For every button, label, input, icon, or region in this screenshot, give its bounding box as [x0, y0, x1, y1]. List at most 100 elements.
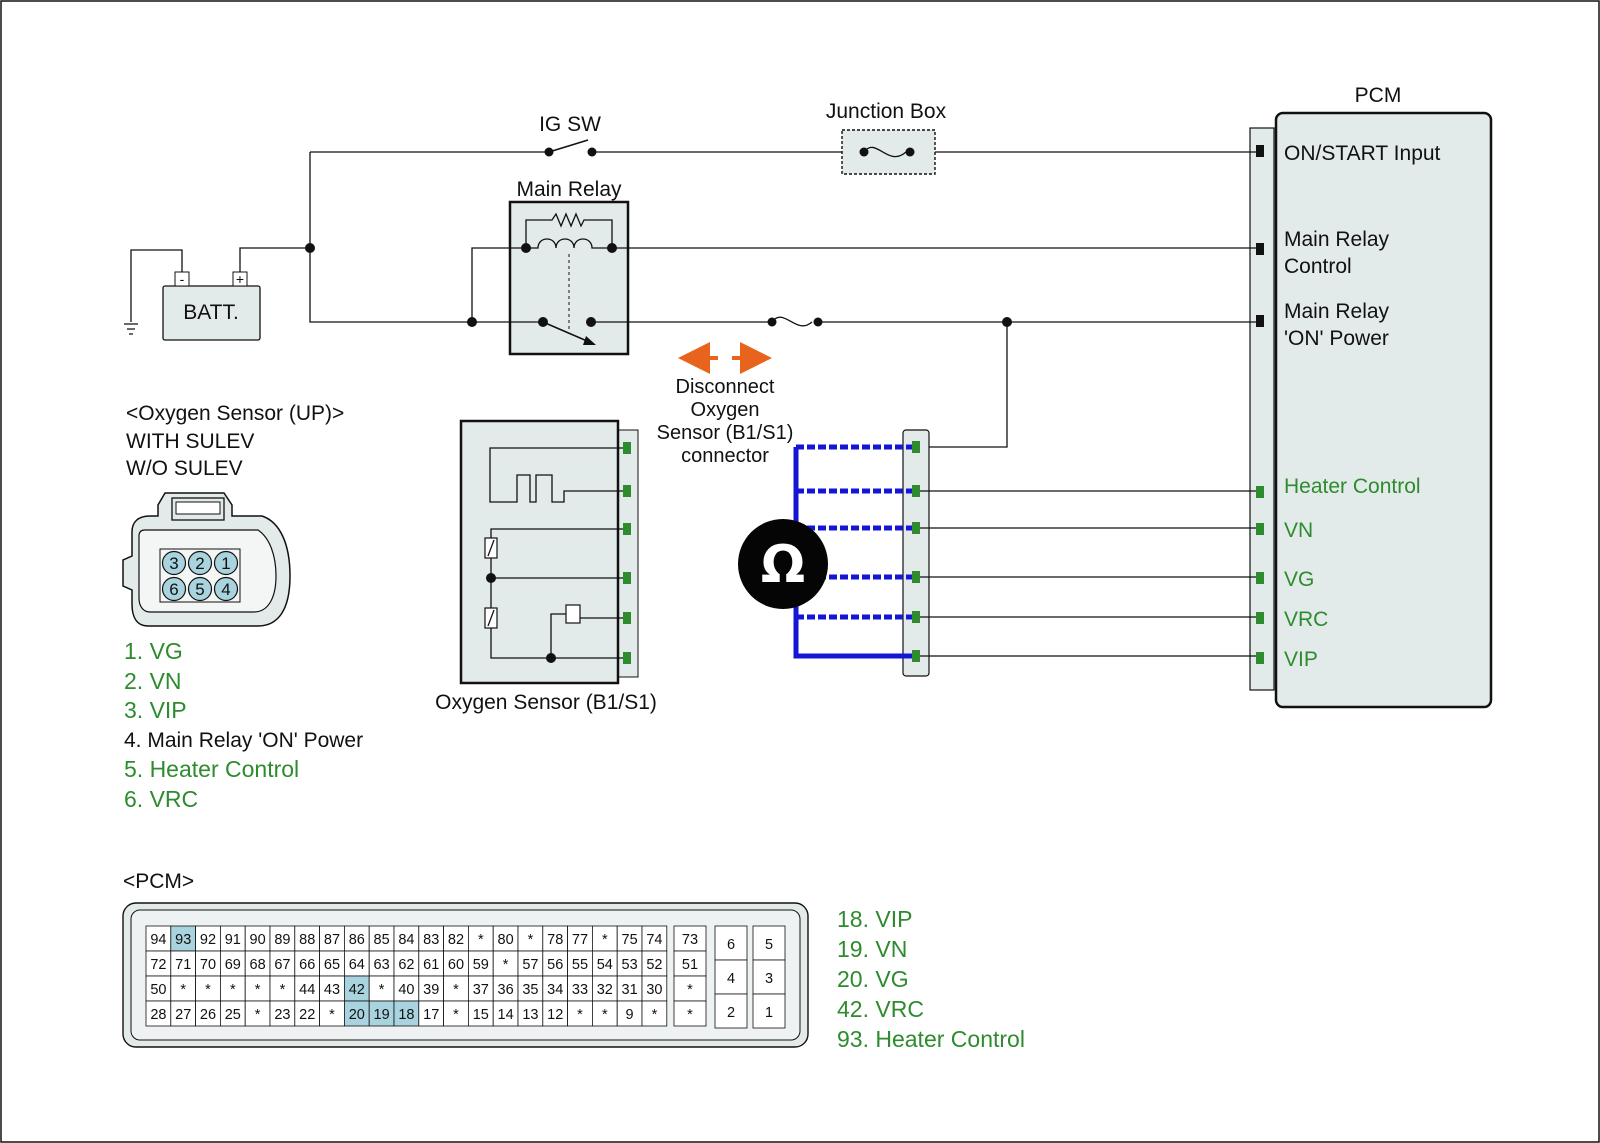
ohmmeter-icon — [738, 519, 828, 609]
sensor-pin-number: 6 — [169, 580, 178, 599]
pcm-pin-cell — [517, 975, 544, 1002]
cell-upper-slash — [487, 539, 495, 557]
sensor-pin-2 — [187, 550, 213, 576]
pcm-pin-number: 82 — [448, 932, 464, 948]
pcm-pin-cell — [343, 1000, 370, 1027]
sensor-connector-latch-slot — [175, 501, 221, 515]
pcm-pin-number: 87 — [324, 932, 340, 948]
pcm-pin-cell — [244, 1000, 271, 1027]
pcm-pin-number: * — [602, 932, 608, 948]
pcm-pin-number: 36 — [498, 982, 514, 998]
sensor-pin-1 — [213, 550, 239, 576]
terminal-vip: VIP — [1284, 648, 1318, 671]
pcm-pin-number: 80 — [498, 932, 514, 948]
terminal-main-relay-control-1: Main Relay — [1284, 228, 1390, 251]
pcm-side-number: 51 — [682, 957, 698, 973]
pcm-pin-number: 27 — [175, 1007, 191, 1023]
pcm-pin-number: 84 — [398, 932, 414, 948]
pcm-side-number: * — [687, 1007, 693, 1023]
sensor-legend-5: 5. Heater Control — [124, 756, 299, 782]
probe-common-lead — [793, 447, 912, 659]
pcm-pin-number: 14 — [498, 1007, 514, 1023]
pcm-pin-on-start — [1256, 145, 1264, 157]
inline-fuse-element — [771, 316, 813, 327]
pcm-pin-cell — [145, 925, 172, 952]
pcm-power-number: 5 — [765, 937, 773, 953]
pcm-pin-number: 28 — [150, 1007, 166, 1023]
pcm-pin-cell — [195, 975, 221, 1002]
sensor-legend-4: 4. Main Relay 'ON' Power — [124, 729, 363, 752]
oxygen-sensor-label: Oxygen Sensor (B1/S1) — [435, 691, 657, 714]
pcm-pin-number: 17 — [423, 1007, 439, 1023]
pcm-pin-cell — [467, 950, 494, 977]
pcm-pin-cell — [641, 1000, 668, 1027]
pcm-pin-number: 22 — [299, 1007, 315, 1023]
pcm-pin-cell — [219, 1000, 246, 1027]
pcm-pin-number: 26 — [200, 1007, 216, 1023]
disconnect-line-2: Oxygen — [691, 399, 760, 421]
pcm-pin-cell — [616, 1000, 643, 1027]
pcm-pin-number: 44 — [299, 982, 315, 998]
battery-label: BATT. — [183, 301, 239, 324]
sensor-pin-legend: 1. VG 2. VN 3. VIP 4. Main Relay 'ON' Po… — [124, 638, 363, 812]
pcm-pin-legend: 18. VIP 19. VN 20. VG 42. VRC 93. Heater… — [837, 906, 1025, 1052]
pcm-pin-number: 65 — [324, 957, 340, 973]
pcm-pin-number: 12 — [547, 1007, 563, 1023]
pcm-pin-cell — [393, 1000, 420, 1027]
ig-sw-blade — [548, 139, 589, 153]
pcm-pin-cell — [368, 975, 395, 1002]
pcm-pin-number: 43 — [324, 982, 340, 998]
cell-upper-wire — [490, 528, 623, 538]
pcm-pin-number: 57 — [522, 957, 538, 973]
pcm-pin-number: * — [180, 982, 186, 998]
sensor-pin-1 — [623, 572, 631, 584]
pcm-pin-number: 64 — [349, 957, 365, 973]
pcm-pin-number: * — [577, 1007, 583, 1023]
pcm-pin-number: 88 — [299, 932, 315, 948]
pcm-pin-number: 93 — [175, 932, 191, 948]
pcm-power-cell — [752, 993, 786, 1029]
pcm-pin-cell — [492, 925, 519, 952]
pcm-pin-number: * — [329, 1007, 335, 1023]
sensor-pin-strip — [617, 429, 639, 678]
pcm-pin-cell — [492, 950, 519, 977]
pcm-pin-cell — [542, 950, 568, 977]
sensor-pin-3 — [161, 550, 187, 576]
pcm-pin-number: 32 — [597, 982, 613, 998]
sensor-pin-number: 1 — [221, 554, 230, 573]
pcm-pin-number: * — [205, 982, 211, 998]
pcm-pin-number: 23 — [274, 1007, 290, 1023]
pcm-pin-cell — [443, 950, 469, 977]
pcm-pin-number: 54 — [597, 957, 613, 973]
sensor-pin-number: 5 — [195, 580, 204, 599]
sensor-pin-6 — [623, 612, 631, 624]
pcm-pin-number: 56 — [547, 957, 563, 973]
pcm-pin-cell — [269, 1000, 296, 1027]
pcm-pin-number: 69 — [225, 957, 241, 973]
pcm-pin-number: 15 — [473, 1007, 489, 1023]
pcm-power-cell — [752, 959, 786, 995]
sensor-pin-4 — [623, 442, 631, 454]
pcm-power-cell — [752, 925, 786, 961]
relay-feed-node — [467, 317, 477, 327]
terminal-vrc: VRC — [1284, 608, 1328, 631]
ohm-symbol: Ω — [761, 535, 805, 595]
pcm-legend-4: 42. VRC — [837, 996, 924, 1022]
pcm-pin-cell — [567, 975, 593, 1002]
pcm-legend-5: 93. Heater Control — [837, 1026, 1025, 1052]
sensor-pin-5 — [623, 485, 631, 497]
pcm-connector-title: <PCM> — [123, 870, 194, 893]
sensor-connector-wo-sulev: W/O SULEV — [126, 457, 243, 480]
pcm-pin-cell — [319, 950, 345, 977]
pcm-pin-number: 86 — [349, 932, 365, 948]
pcm-pin-vrc — [1256, 612, 1264, 624]
harness-pin-vip — [912, 650, 920, 662]
pcm-pin-cell — [170, 975, 197, 1002]
terminal-main-relay-power-1: Main Relay — [1284, 300, 1390, 323]
junction-fuse-right — [905, 147, 915, 157]
pcm-pin-number: 94 — [150, 932, 166, 948]
relay-switch-arrow — [583, 336, 596, 345]
pcm-pin-number: * — [453, 982, 459, 998]
